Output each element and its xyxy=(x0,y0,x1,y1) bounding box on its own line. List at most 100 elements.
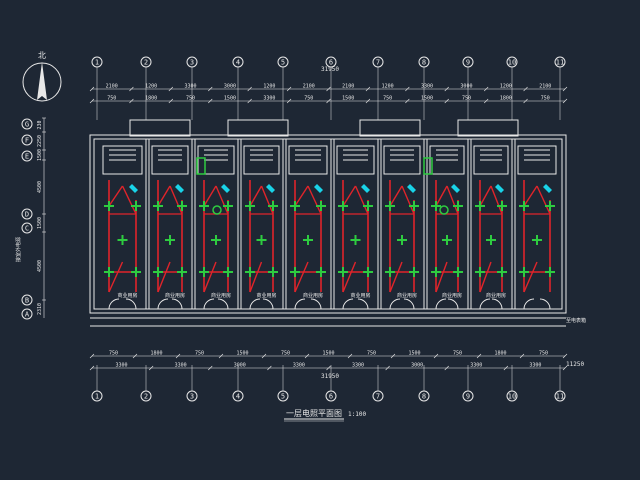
axis-label-bottom: 3 xyxy=(190,393,194,401)
overall-side-dimension: 11250 xyxy=(566,361,584,368)
axis-label-top: 9 xyxy=(466,59,470,67)
wire-diagonal xyxy=(157,261,171,293)
unit-front-room xyxy=(517,145,557,175)
top-dim-row1-value: 3000 xyxy=(460,84,472,90)
top-dim-row2-tick xyxy=(168,98,174,104)
top-dim-row1-value: 1200 xyxy=(382,84,394,90)
axis-label-bottom: 6 xyxy=(329,393,333,401)
axis-label-left: G xyxy=(25,121,29,129)
top-dim-row2-tick xyxy=(444,98,449,104)
bottom-dim-row1-tick xyxy=(390,353,396,359)
top-dim-row2-tick xyxy=(523,98,528,104)
building-walls xyxy=(89,119,567,327)
top-dim-row1-value: 3300 xyxy=(421,84,433,90)
top-dim-row2-value: 750 xyxy=(383,96,392,102)
left-dim-value: 1500 xyxy=(37,217,43,229)
bottom-dim-row2-tick xyxy=(267,365,272,371)
bottom-dim-row1-tick xyxy=(304,353,310,359)
switch-symbol xyxy=(221,184,230,193)
top-dim-row1-value: 2100 xyxy=(342,84,354,90)
bottom-dim-row2-value: 3000 xyxy=(234,363,246,369)
outer-wall xyxy=(89,134,567,314)
top-dim-row2-tick xyxy=(208,98,213,104)
room-label: 商业用房 xyxy=(211,292,231,299)
bottom-dim-row1-value: 750 xyxy=(453,351,462,357)
bottom-dim-row2-value: 3000 xyxy=(411,363,423,369)
top-dim-row1-tick xyxy=(523,86,528,92)
switch-symbol xyxy=(361,184,370,193)
unit-front-room xyxy=(288,145,328,175)
axis-label-bottom: 10 xyxy=(508,393,516,401)
top-dim-row1-tick xyxy=(208,86,213,92)
top-dim-row1-tick xyxy=(89,86,95,92)
bottom-dim-row1-tick xyxy=(261,353,267,359)
bottom-dim-row1-value: 750 xyxy=(281,351,290,357)
wire-diagonal xyxy=(294,185,309,207)
door-swing xyxy=(479,298,491,310)
door-swing xyxy=(157,298,169,310)
unit-front-room xyxy=(473,145,509,175)
bottom-total-dimension: 31950 xyxy=(321,373,339,380)
bottom-dim-row1-value: 1500 xyxy=(408,351,420,357)
bottom-dim-row1-tick xyxy=(218,353,224,359)
axis-label-left: F xyxy=(25,137,29,145)
switch-symbol xyxy=(129,184,138,193)
axis-bubble-left xyxy=(21,222,33,234)
drawing-title: 一层电照平面图 xyxy=(286,408,342,418)
switch-symbol xyxy=(407,184,416,193)
bottom-dim-row2-tick xyxy=(444,365,449,371)
unit-front-room xyxy=(102,145,143,175)
stair-bay xyxy=(457,119,519,137)
distribution-panel xyxy=(423,157,433,175)
drawing-title-block: 一层电照平面图 1:100 xyxy=(284,408,366,422)
bottom-dim-row1-value: 1500 xyxy=(236,351,248,357)
wire-diagonal xyxy=(203,261,217,293)
top-dim-row2-value: 750 xyxy=(462,96,471,102)
room-label: 商业用房 xyxy=(256,292,276,299)
wire-diagonal xyxy=(354,185,369,215)
unit-front-room xyxy=(197,145,235,175)
left-dim-value: 230 xyxy=(37,120,43,129)
junction-box xyxy=(212,205,222,215)
axis-bubble-left xyxy=(21,308,33,320)
wire-diagonal xyxy=(536,185,551,215)
north-arrow: 北 xyxy=(22,51,62,102)
top-dim-row1-value: 2100 xyxy=(539,84,551,90)
wire-diagonal xyxy=(307,185,322,215)
axis-label-bottom: 7 xyxy=(376,393,380,401)
axis-bubble-left xyxy=(21,150,33,162)
wire-diagonal xyxy=(294,261,309,293)
wire-diagonal xyxy=(121,185,137,215)
bottom-dim-row2-tick xyxy=(148,365,154,371)
bottom-dim-row2-tick xyxy=(385,365,390,371)
door-swing xyxy=(203,298,215,310)
axis-label-bottom: 5 xyxy=(281,393,285,401)
axis-label-bottom: 8 xyxy=(422,393,426,401)
top-dim-row2-tick xyxy=(89,98,95,104)
room-label: 商业用房 xyxy=(486,292,506,299)
door-swing xyxy=(249,298,261,310)
axis-label-bottom: 11 xyxy=(556,393,564,401)
axis-label-top: 11 xyxy=(556,59,564,67)
top-dim-row1-tick xyxy=(326,86,331,92)
bottom-dim-row1-value: 750 xyxy=(539,351,548,357)
door-swing xyxy=(435,298,447,310)
bottom-dim-row1-tick xyxy=(562,353,568,359)
bottom-dim-row1-tick xyxy=(519,353,525,359)
door-swing xyxy=(125,298,137,310)
switch-symbol xyxy=(495,184,504,193)
wire-diagonal xyxy=(523,261,538,293)
wire-diagonal xyxy=(389,185,403,207)
axis-label-top: 2 xyxy=(144,59,148,67)
switch-symbol xyxy=(266,184,275,193)
top-dim-row1-value: 3000 xyxy=(224,84,236,90)
unit-front-room xyxy=(336,145,375,175)
north-label: 北 xyxy=(38,51,46,60)
door-swing xyxy=(447,298,459,310)
axis-label-left: E xyxy=(25,153,29,161)
stair-bay xyxy=(227,119,289,137)
bottom-dim-row1-tick xyxy=(89,353,95,359)
door-swing xyxy=(357,298,369,310)
